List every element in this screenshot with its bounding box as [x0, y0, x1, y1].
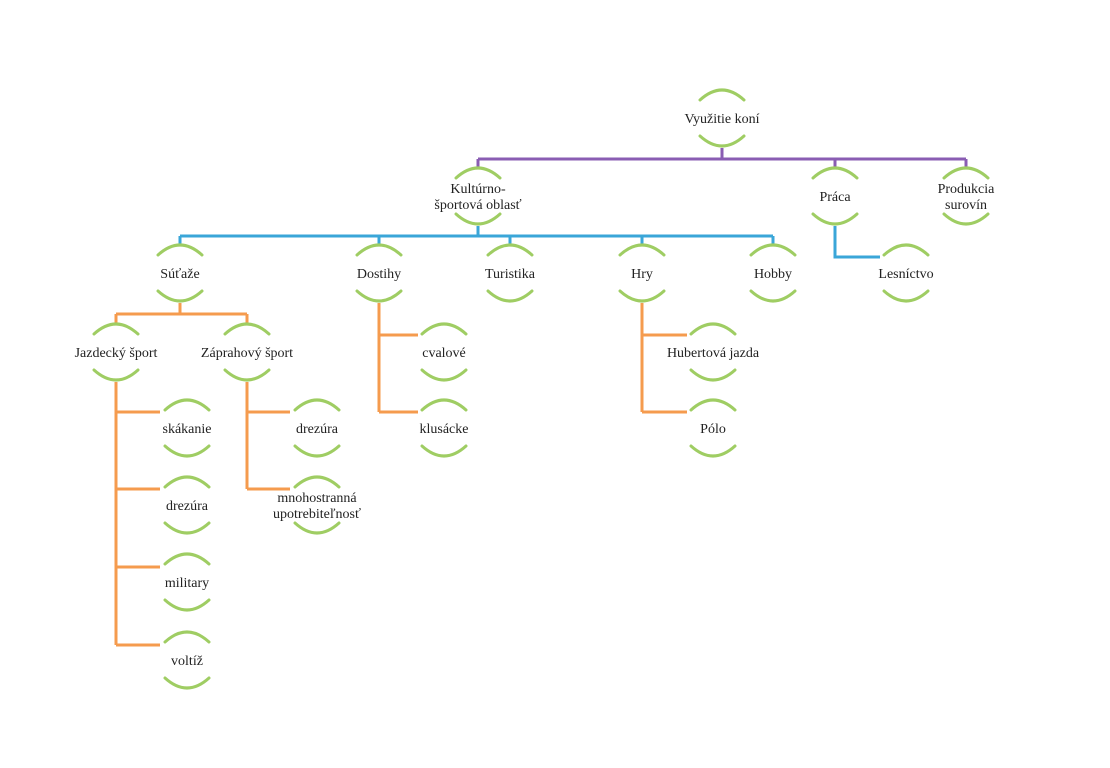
node-praca: Práca: [811, 166, 859, 226]
node-voltiz: voltíž: [163, 630, 211, 690]
node-label: skákanie: [163, 422, 212, 437]
connectors: [114, 148, 968, 647]
node-label: Hry: [631, 267, 653, 282]
node-top-arc: [293, 475, 341, 489]
node-label: športová oblasť: [434, 198, 521, 213]
node-bottom-arc: [618, 289, 666, 303]
node-label: Pólo: [700, 422, 726, 437]
node-bottom-arc: [420, 368, 468, 382]
node-top-arc: [420, 322, 468, 336]
node-zaprahovy: Záprahový šport: [201, 322, 293, 382]
node-drezura2: drezúra: [293, 398, 341, 458]
node-root: Využitie koní: [684, 88, 760, 148]
node-bottom-arc: [156, 289, 204, 303]
node-kultura: Kultúrno-športová oblasť: [434, 166, 522, 226]
node-bottom-arc: [293, 444, 341, 458]
connector-praca-lesnictvo: [833, 226, 880, 259]
node-drezura1: drezúra: [163, 475, 211, 535]
node-jazdecky: Jazdecký šport: [75, 322, 158, 382]
node-label: Lesníctvo: [878, 267, 933, 282]
node-top-arc: [486, 243, 534, 257]
node-label: drezúra: [296, 422, 339, 437]
node-bottom-arc: [293, 521, 341, 535]
node-bottom-arc: [92, 368, 140, 382]
node-dostihy: Dostihy: [355, 243, 403, 303]
node-top-arc: [749, 243, 797, 257]
node-bottom-arc: [942, 212, 990, 226]
node-top-arc: [156, 243, 204, 257]
node-label: Kultúrno-: [450, 182, 506, 197]
node-klusacke: klusácke: [420, 398, 469, 458]
node-hobby: Hobby: [749, 243, 797, 303]
node-hry: Hry: [618, 243, 666, 303]
node-top-arc: [223, 322, 271, 336]
node-bottom-arc: [223, 368, 271, 382]
node-bottom-arc: [882, 289, 930, 303]
node-bottom-arc: [420, 444, 468, 458]
node-bottom-arc: [486, 289, 534, 303]
node-bottom-arc: [811, 212, 859, 226]
node-top-arc: [882, 243, 930, 257]
node-label: Hobby: [754, 267, 792, 282]
node-turistika: Turistika: [485, 243, 536, 303]
node-bottom-arc: [163, 676, 211, 690]
node-top-arc: [420, 398, 468, 412]
node-bottom-arc: [689, 368, 737, 382]
node-bottom-arc: [698, 134, 746, 148]
node-label: surovín: [945, 198, 987, 213]
node-bottom-arc: [689, 444, 737, 458]
node-bottom-arc: [749, 289, 797, 303]
node-top-arc: [92, 322, 140, 336]
node-top-arc: [942, 166, 990, 180]
node-label: Práca: [819, 190, 851, 205]
node-label: klusácke: [420, 422, 469, 437]
node-label: Dostihy: [357, 267, 401, 282]
node-label: voltíž: [171, 654, 203, 669]
node-hubertova: Hubertová jazda: [667, 322, 760, 382]
node-military: military: [163, 552, 211, 612]
node-bottom-arc: [163, 521, 211, 535]
node-top-arc: [811, 166, 859, 180]
node-polo: Pólo: [689, 398, 737, 458]
node-bottom-arc: [163, 444, 211, 458]
node-top-arc: [355, 243, 403, 257]
node-top-arc: [163, 552, 211, 566]
node-cvalove: cvalové: [420, 322, 468, 382]
node-lesnictvo: Lesníctvo: [878, 243, 934, 303]
node-top-arc: [689, 398, 737, 412]
node-label: Jazdecký šport: [75, 346, 158, 361]
node-top-arc: [454, 166, 502, 180]
node-label: drezúra: [166, 499, 209, 514]
node-label: Využitie koní: [684, 112, 759, 127]
node-top-arc: [293, 398, 341, 412]
node-top-arc: [618, 243, 666, 257]
node-top-arc: [163, 630, 211, 644]
node-top-arc: [163, 475, 211, 489]
node-label: mnohostranná: [277, 491, 357, 506]
node-label: cvalové: [422, 346, 466, 361]
node-sutaze: Súťaže: [156, 243, 204, 303]
node-bottom-arc: [454, 212, 502, 226]
node-top-arc: [698, 88, 746, 102]
node-skakanie: skákanie: [163, 398, 212, 458]
node-label: Súťaže: [160, 267, 199, 282]
node-top-arc: [163, 398, 211, 412]
node-top-arc: [689, 322, 737, 336]
node-bottom-arc: [355, 289, 403, 303]
node-bottom-arc: [163, 598, 211, 612]
node-label: Záprahový šport: [201, 346, 293, 361]
node-label: Hubertová jazda: [667, 346, 760, 361]
node-label: military: [165, 576, 209, 591]
node-label: Turistika: [485, 267, 536, 282]
node-label: Produkcia: [938, 182, 996, 197]
node-label: upotrebiteľnosť: [273, 507, 361, 522]
